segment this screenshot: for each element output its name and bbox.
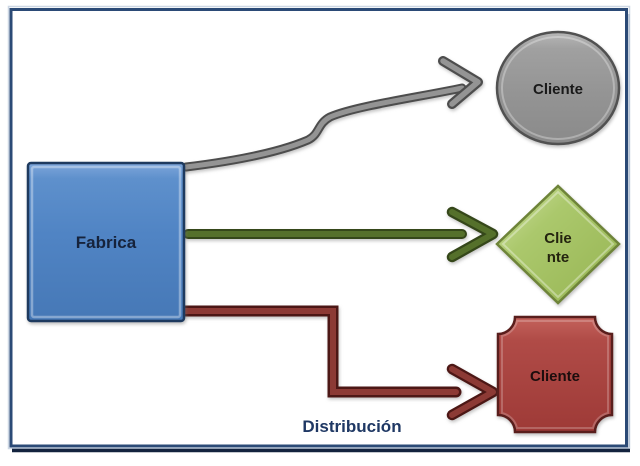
cliente-plaque-bevel [501,320,609,429]
node-cliente-diamond: Clie nte [495,184,621,305]
fabrica-bevel [30,165,182,319]
fabrica-square [26,161,186,323]
curved-arrowhead-icon [440,58,481,107]
distribution-caption: Distribución [302,417,401,436]
cliente-circle-label: Cliente [533,81,583,98]
cliente-diamond-label-line2: nte [547,249,570,266]
connector-straight-green [183,206,499,263]
cliente-diamond-label-line1: Clie [544,230,572,247]
cliente-circle-shape [495,30,621,146]
cliente-plaque-shape [496,315,614,434]
curved-connector-body [183,85,465,170]
connector-curved-gray [181,56,483,172]
cliente-plaque-label: Cliente [530,368,580,385]
connector-elbow-red [179,305,499,421]
cliente-diamond-bevel [501,190,615,299]
fabrica-label: Fabrica [76,233,137,252]
node-fabrica: Fabrica [26,161,186,323]
node-cliente-plaque: Cliente [496,315,614,434]
node-cliente-circle: Cliente [495,30,621,146]
straight-arrowhead-icon [449,209,496,260]
cliente-circle-bevel [501,36,615,140]
cliente-diamond-shape [495,184,621,305]
elbow-arrowhead-icon [449,366,496,418]
elbow-connector-body [182,308,459,395]
